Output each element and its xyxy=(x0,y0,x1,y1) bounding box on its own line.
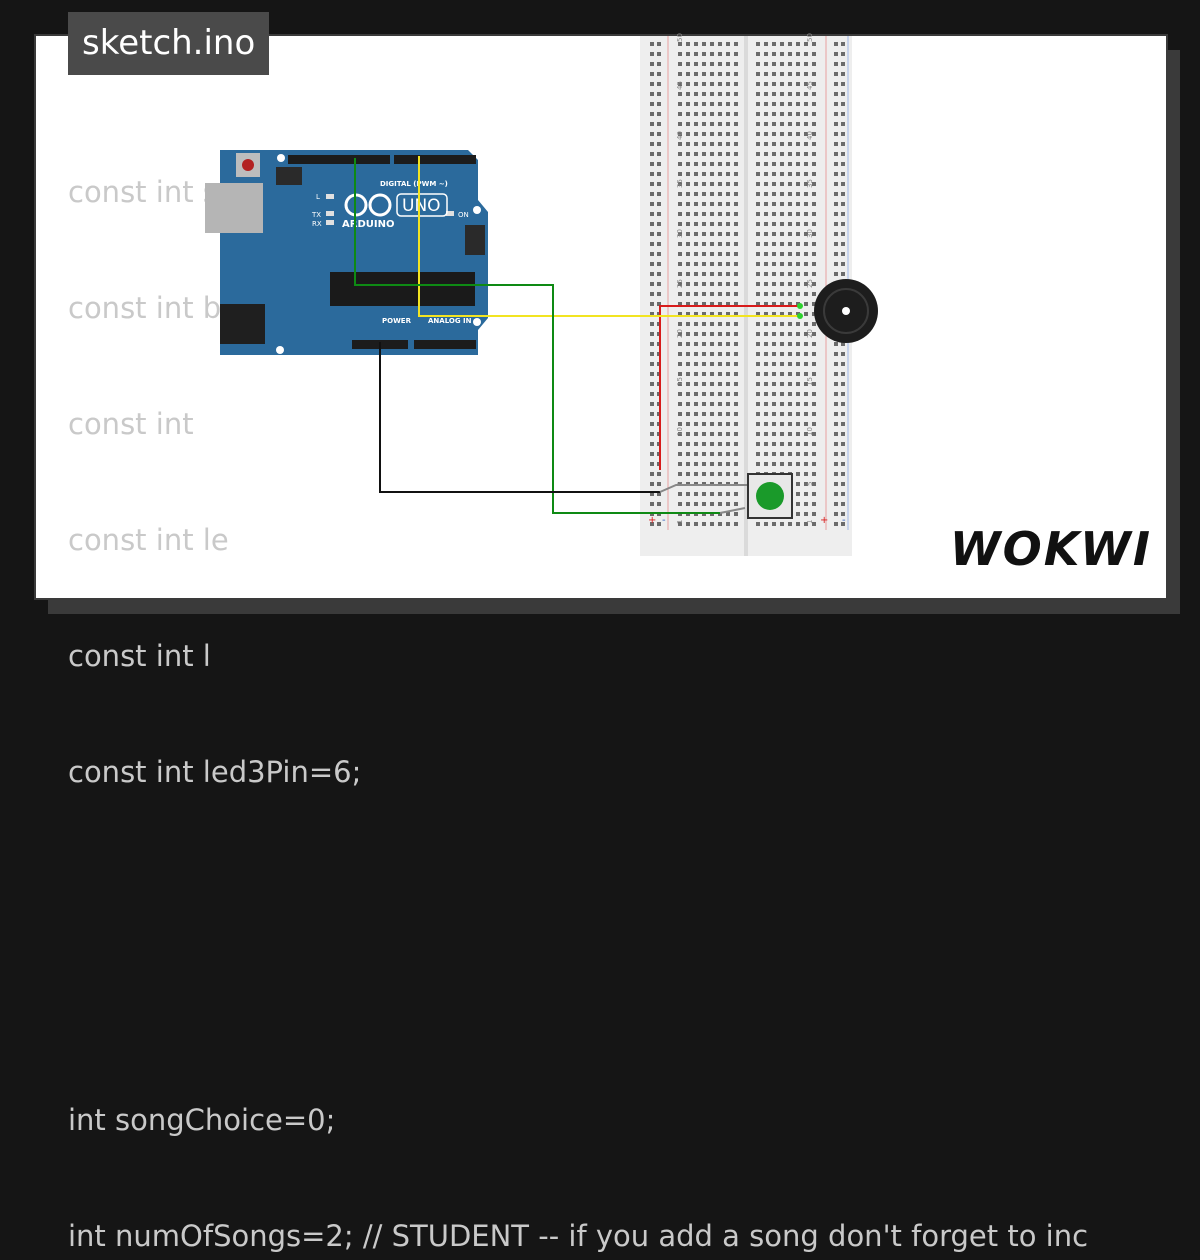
power-jack xyxy=(220,304,265,344)
code-line: const int le xyxy=(68,523,229,557)
led-l xyxy=(326,194,334,199)
breadboard-row-number: 15 xyxy=(806,377,814,386)
led-tx xyxy=(326,211,334,216)
breadboard-row-number: 50 xyxy=(806,33,814,42)
l-label: L xyxy=(316,193,320,201)
breadboard-row-numbers: 50 50 45 45 40 40 35 35 30 30 25 25 20 20 15 15 10 10 5 5 1 1 xyxy=(676,33,814,524)
breadboard-row-number: 10 xyxy=(676,427,684,436)
rail-minus-label: - xyxy=(662,515,666,526)
circuit-diagram[interactable]: 50 50 45 45 40 40 35 35 30 30 25 25 20 20 15 15 10 10 5 5 1 1… xyxy=(0,0,1200,630)
wire-green-pin xyxy=(354,158,720,514)
breadboard-row-number: 20 xyxy=(676,329,684,338)
on-label: ON xyxy=(458,211,469,219)
led-on xyxy=(446,211,454,216)
breadboard-row-number: 15 xyxy=(676,377,684,386)
code-line: int songChoice=0; xyxy=(68,1103,336,1137)
code-line xyxy=(68,864,1088,912)
wire-grey xyxy=(659,484,750,493)
breadboard-row-number: 5 xyxy=(676,482,684,486)
power-label: POWER xyxy=(382,317,412,325)
breadboard-row-number: 40 xyxy=(676,131,684,140)
reset-button-cap[interactable] xyxy=(242,159,254,171)
code-line xyxy=(68,980,1088,1028)
breadboard-row-number: 10 xyxy=(806,427,814,436)
wire-red xyxy=(659,305,800,470)
breadboard-row-number: 45 xyxy=(806,81,814,90)
digital-header-low xyxy=(394,155,476,164)
breadboard-row-number: 1 xyxy=(806,520,814,524)
rx-label: RX xyxy=(312,220,322,228)
arduino-model-label: UNO xyxy=(402,196,441,216)
breadboard-row-number: 1 xyxy=(676,520,684,524)
breadboard-row-number: 25 xyxy=(676,279,684,288)
code-line: int numOfSongs=2; // STUDENT -- if you a… xyxy=(68,1219,1089,1253)
breadboard-row-number: 20 xyxy=(806,329,814,338)
digital-header-high xyxy=(288,155,390,164)
breadboard-row-number: 25 xyxy=(806,279,814,288)
analog-label: ANALOG IN xyxy=(428,317,472,325)
wire-black xyxy=(379,342,660,493)
digital-label: DIGITAL (PWM ~) xyxy=(380,180,448,188)
pushbutton[interactable] xyxy=(747,473,793,519)
icsp-header-2 xyxy=(465,225,485,255)
pushbutton-cap[interactable] xyxy=(756,482,784,510)
atmega-chip xyxy=(330,272,475,306)
led-rx xyxy=(326,220,334,225)
arduino-brand-label: ARDUINO xyxy=(342,219,394,230)
code-line: const int l xyxy=(68,639,211,673)
breadboard-row-number: 30 xyxy=(806,229,814,238)
analog-header xyxy=(414,340,476,349)
wires[interactable] xyxy=(354,156,803,514)
code-line: const int b xyxy=(68,291,222,325)
usb-port xyxy=(205,183,263,233)
icsp-header xyxy=(276,167,302,185)
breadboard-row-number: 50 xyxy=(676,33,684,42)
rail-minus-label: - xyxy=(842,515,846,526)
breadboard-row-number: 35 xyxy=(676,179,684,188)
breadboard-row-number: 45 xyxy=(676,81,684,90)
breadboard-row-number: 40 xyxy=(806,131,814,140)
buzzer[interactable] xyxy=(814,279,878,343)
rail-plus-label: + xyxy=(820,515,828,526)
arduino-uno[interactable]: ARDUINO UNO DIGITAL (PWM ~) ANALOG IN PO… xyxy=(205,150,488,355)
code-line: const int led3Pin=6; xyxy=(68,755,362,789)
code-line: const int xyxy=(68,407,194,441)
breadboard[interactable]: 50 50 45 45 40 40 35 35 30 30 25 25 20 20 15 15 10 10 5 5 1 1… xyxy=(640,33,852,556)
breadboard-row-number: 5 xyxy=(806,482,814,486)
wire-yellow xyxy=(418,156,800,317)
wokwi-logo: WOKWI xyxy=(949,522,1152,576)
rail-plus-label: + xyxy=(648,515,656,526)
breadboard-row-number: 30 xyxy=(676,229,684,238)
breadboard-row-number: 35 xyxy=(806,179,814,188)
wire-grey xyxy=(719,507,746,514)
tx-label: TX xyxy=(311,211,321,219)
file-tab[interactable]: sketch.ino xyxy=(68,12,270,75)
